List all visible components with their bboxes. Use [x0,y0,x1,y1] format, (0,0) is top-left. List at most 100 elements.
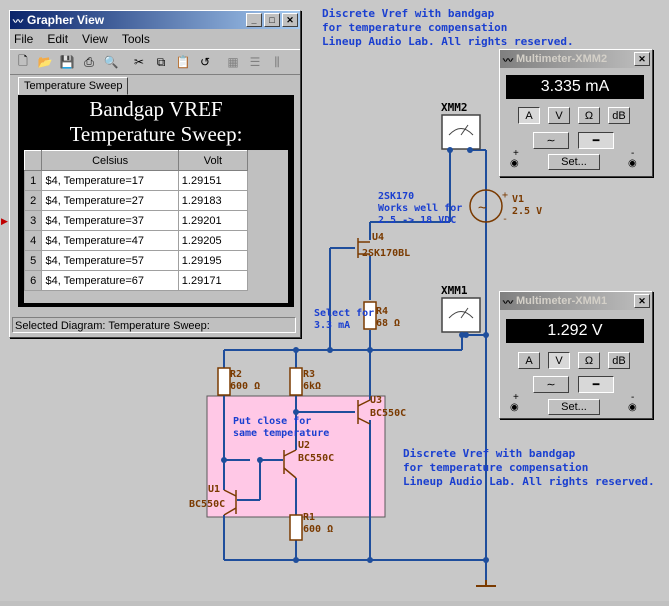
xmm1-dc-button[interactable]: ━ [578,376,614,393]
grapher-titlebar[interactable]: 〰 Grapher View _ □ ✕ [10,11,300,29]
grapher-app-icon: 〰 [13,16,23,28]
close-button[interactable]: ✕ [282,13,298,27]
xmm1-display: 1.292 V [506,319,644,343]
box-note-line2: same temperature [233,428,329,439]
row-number[interactable]: 6 [23,270,43,291]
column-header-volt[interactable]: Volt [177,150,249,171]
r3-value: 6kΩ [303,381,321,392]
row-number[interactable]: 3 [23,210,43,231]
xmm2-titlebar[interactable]: 〰 Multimeter-XMM2 ✕ [500,50,652,68]
volt-cell: 1.29205 [177,230,249,251]
chart-title-line2: Temperature Sweep: [69,122,243,146]
minimize-button[interactable]: _ [246,13,262,27]
xmm1-ac-button[interactable]: ∼ [533,376,569,393]
row-number[interactable]: 2 [23,190,43,211]
xmm2-title: Multimeter-XMM2 [516,53,608,65]
xmm2-db-button[interactable]: dB [608,107,630,124]
xmm1-app-icon: 〰 [503,297,513,309]
maximize-button[interactable]: □ [264,13,280,27]
svg-text:+: + [502,190,508,201]
tab-temperature-sweep[interactable]: Temperature Sweep [18,77,129,95]
xmm2-meter-icon[interactable] [441,114,481,153]
note-top-line2: for temperature compensation [322,21,507,34]
xmm1-ammeter-button[interactable]: A [518,352,540,369]
multimeter-xmm2-window[interactable]: 〰 Multimeter-XMM2 ✕ 3.335 mA A V Ω dB ∼ … [499,49,653,177]
u1-part: BC550C [189,499,225,510]
copy-icon[interactable]: ⧉ [156,54,166,69]
cursor-icon[interactable]: ⫼ [274,54,280,69]
row-number[interactable]: 4 [23,230,43,251]
svg-text:-: - [502,214,508,225]
xmm2-dc-button[interactable]: ━ [578,132,614,149]
u1-name: U1 [208,484,220,495]
save-icon[interactable]: 💾 [59,55,75,69]
r2-name: R2 [230,369,242,380]
xmm1-set-button[interactable]: Set... [548,399,600,415]
note-bottom-line1: Discrete Vref with bandgap [403,447,576,460]
celsius-cell: $4, Temperature=17 [41,170,179,191]
volt-cell: 1.29183 [177,190,249,211]
xmm2-ammeter-button[interactable]: A [518,107,540,124]
note-bottom-line2: for temperature compensation [403,461,588,474]
open-folder-icon[interactable]: 📂 [37,55,53,69]
print-icon[interactable]: ⎙ [84,54,94,69]
xmm1-meter-icon[interactable] [441,297,481,338]
r1-name: R1 [303,512,315,523]
print-preview-icon[interactable]: 🔍 [103,55,119,69]
r4-resistor [363,301,377,330]
xmm1-plus-terminal-icon: + [513,392,519,403]
cut-icon[interactable]: ✂ [133,55,145,69]
u2-name: U2 [298,440,310,451]
menu-view[interactable]: View [82,32,108,46]
xmm1-ohmmeter-button[interactable]: Ω [578,352,600,369]
r2-resistor [217,367,231,396]
xmm2-voltmeter-button[interactable]: V [548,107,570,124]
svg-text:~: ~ [478,200,486,216]
celsius-cell: $4, Temperature=57 [41,250,179,271]
xmm1-db-button[interactable]: dB [608,352,630,369]
xmm2-ohmmeter-button[interactable]: Ω [578,107,600,124]
u4-part: 2SK170BL [362,248,410,259]
paste-icon[interactable]: 📋 [175,55,191,69]
new-file-icon[interactable]: 🗋 [18,53,28,68]
undo-icon[interactable]: ↺ [199,55,211,69]
xmm1-terminal-left-icon: ◉ [510,402,519,413]
multimeter-xmm1-window[interactable]: 〰 Multimeter-XMM1 ✕ 1.292 V A V Ω dB ∼ ━… [499,291,653,419]
grid-icon[interactable]: ▦ [227,55,239,69]
note-top-line1: Discrete Vref with bandgap [322,7,495,20]
column-header-celsius[interactable]: Celsius [41,150,179,171]
xmm1-close-button[interactable]: ✕ [634,294,650,308]
menu-tools[interactable]: Tools [121,32,150,46]
toolbar: 🗋 📂 💾 ⎙ 🔍 ✂ ⧉ 📋 ↺ ▦ ☰ ⫼ [10,49,300,75]
row-number[interactable]: 1 [23,170,43,191]
r3-resistor [289,367,303,396]
xmm2-close-button[interactable]: ✕ [634,52,650,66]
celsius-cell: $4, Temperature=37 [41,210,179,231]
xmm2-set-button[interactable]: Set... [548,154,600,170]
xmm2-terminal-left-icon: ◉ [510,158,519,169]
row-number[interactable]: 5 [23,250,43,271]
menu-edit[interactable]: Edit [47,32,69,46]
u2-part: BC550C [298,453,334,464]
grapher-window[interactable]: 〰 Grapher View _ □ ✕ File Edit View Tool… [1,10,301,338]
row-pointer-icon: ▶ [1,216,8,226]
xmm2-terminal-right-icon: ◉ [628,158,637,169]
volt-cell: 1.29171 [177,270,249,291]
volt-cell: 1.29195 [177,250,249,271]
legend-icon[interactable]: ☰ [249,55,261,69]
menu-file[interactable]: File [14,32,34,46]
v1-name: V1 [512,194,524,205]
xmm2-ac-button[interactable]: ∼ [533,132,569,149]
graph-panel: Bandgap VREF Temperature Sweep: Celsius … [18,95,294,307]
xmm1-voltmeter-button[interactable]: V [548,352,570,369]
chart-title-line1: Bandgap VREF [89,97,223,121]
xmm1-titlebar[interactable]: 〰 Multimeter-XMM1 ✕ [500,292,652,310]
r3-name: R3 [303,369,315,380]
